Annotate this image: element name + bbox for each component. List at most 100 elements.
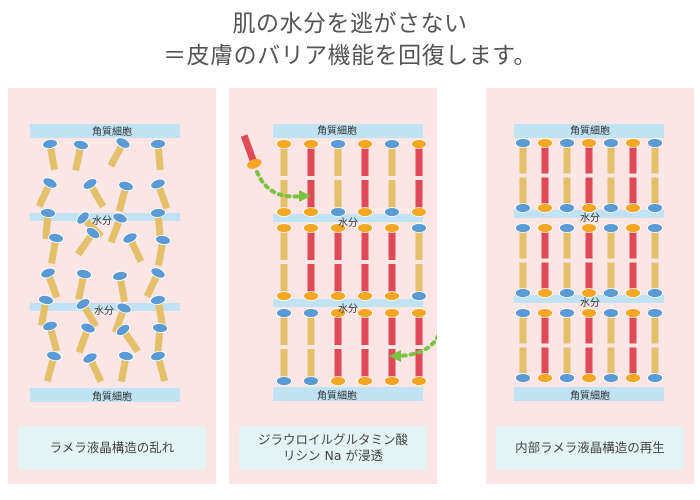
bilayer-3-tail-upper-3 (334, 313, 342, 345)
disordered-lipid-16 (155, 234, 171, 267)
bilayer-2-head-bottom-2 (303, 291, 319, 301)
lipid-head (150, 139, 166, 149)
bilayer-2-head-top-1 (515, 223, 531, 233)
bilayer-1-tail-upper-1 (519, 143, 527, 174)
corneocyte-band-bottom (273, 387, 423, 401)
bilayer-2-head-top-4 (581, 223, 597, 233)
bilayer-2-tail-upper-1 (280, 228, 288, 260)
bilayer-1-head-bottom-1 (276, 207, 292, 217)
water-label-upper: 水分 (338, 217, 358, 229)
panel-disordered: 角質細胞 水分 水分 角質細胞 ラメラ液晶構造の乱れ (8, 88, 216, 484)
bilayer-1-head-bottom-3 (330, 207, 346, 217)
bilayer-2-tail-lower-3 (334, 264, 342, 296)
bilayer-3-tail-lower-4 (585, 347, 593, 378)
diagram-restored-lamellar: 角質細胞 水分 水分 角質細胞 (514, 124, 664, 402)
bilayer-2-tail-upper-2 (307, 228, 315, 260)
bilayer-1-tail-upper-7 (651, 143, 659, 174)
lipid-tail (154, 327, 164, 355)
disordered-lipid-30 (82, 352, 105, 384)
lipid-tail (154, 143, 164, 171)
bilayer-1-head-bottom-1 (515, 203, 531, 213)
bilayer-2-head-bottom-5 (384, 291, 400, 301)
bilayer-1-head-bottom-2 (537, 203, 553, 213)
bilayer-3-tail-upper-1 (280, 313, 288, 345)
water-band-upper (514, 210, 664, 218)
lipid-tail (42, 212, 52, 240)
bilayer-1-head-top-3 (330, 139, 346, 149)
bilayer-2-head-bottom-6 (625, 288, 641, 298)
bilayer-1-tail-upper-6 (629, 143, 637, 174)
lipid-tail (86, 182, 107, 209)
bilayer-2-tail-lower-1 (280, 264, 288, 296)
disordered-lipid-3 (107, 137, 131, 168)
bilayer-3-head-top-6 (411, 308, 427, 318)
bilayer-2-tail-lower-1 (519, 262, 527, 293)
corneocyte-label-bottom: 角質細胞 (570, 389, 610, 402)
bilayer-3-tail-lower-1 (519, 347, 527, 378)
bilayer-3-tail-upper-2 (541, 313, 549, 344)
disordered-lipid-5 (35, 177, 58, 209)
panel-penetration: 角質細胞 水分 水分 角質細胞 ジラウロイルグルタミン酸 リシン Na が浸透 (229, 88, 437, 484)
lipid-tail (79, 302, 100, 329)
lipid-head (150, 350, 166, 362)
corneocyte-label-top: 角質細胞 (317, 124, 357, 137)
disordered-lipid-27 (115, 323, 141, 354)
lipid-head (85, 226, 101, 240)
lipid-tail (46, 325, 61, 353)
bilayer-2-tail-lower-6 (629, 262, 637, 293)
bilayer-3-tail-lower-5 (607, 347, 615, 378)
lipid-tail (107, 216, 124, 244)
disordered-lipid-31 (118, 350, 134, 383)
disordered-lipid-2 (72, 139, 89, 172)
disordered-lipid-26 (75, 322, 96, 354)
bilayer-2-head-bottom-3 (559, 288, 575, 298)
disordered-lipid-7 (115, 180, 134, 213)
bilayer-1-head-top-3 (559, 138, 575, 148)
bilayer-2-tail-upper-6 (629, 228, 637, 259)
bilayer-2-tail-upper-6 (415, 228, 423, 260)
lipid-tail (143, 271, 162, 299)
bilayer-1-tail-lower-6 (415, 180, 423, 212)
bilayer-2-head-top-1 (276, 223, 292, 233)
disordered-lipid-13 (48, 232, 64, 265)
disordered-lipid-14 (75, 226, 101, 257)
water-band-lower (514, 295, 664, 303)
bilayer-2-tail-lower-5 (607, 262, 615, 293)
disordered-lipid-15 (122, 232, 145, 264)
disordered-lipid-19 (112, 270, 128, 303)
bilayer-3-tail-upper-4 (361, 313, 369, 345)
lipid-head (112, 212, 128, 224)
water-label-lower: 水分 (94, 305, 114, 317)
bilayer-1-head-bottom-2 (303, 207, 319, 217)
bilayer-1-tail-lower-4 (585, 177, 593, 208)
bilayer-1-head-top-4 (581, 138, 597, 148)
bilayer-3-head-bottom-2 (537, 373, 553, 383)
lipid-tail (72, 144, 85, 172)
bilayer-2-head-top-6 (411, 223, 427, 233)
penetration-arrow-lower (397, 333, 437, 358)
bilayer-1-tail-lower-3 (563, 177, 571, 208)
disordered-lipid-12 (150, 208, 166, 240)
lipid-head (150, 294, 166, 306)
caption-disordered: ラメラ液晶構造の乱れ (18, 426, 206, 470)
bilayer-2-tail-upper-4 (585, 228, 593, 259)
bilayer-3-head-bottom-4 (357, 376, 373, 386)
disordered-lipid-24 (150, 294, 166, 327)
bilayer-3-head-top-5 (384, 308, 400, 318)
bilayer-3-head-bottom-1 (276, 376, 292, 386)
lipid-tail (35, 181, 54, 209)
corneocyte-label-bottom: 角質細胞 (92, 390, 132, 403)
bilayer-1-head-top-6 (625, 138, 641, 148)
bilayer-2-tail-lower-4 (361, 264, 369, 296)
disordered-lipid-21 (38, 294, 54, 327)
bilayer-2-tail-lower-5 (388, 264, 396, 296)
lipid-tail (111, 306, 128, 334)
disordered-lipid-22 (75, 298, 100, 329)
water-band-upper (273, 214, 423, 222)
bilayer-1-head-bottom-5 (384, 207, 400, 217)
bilayer-1-tail-lower-6 (629, 177, 637, 208)
bilayer-2-head-bottom-2 (537, 288, 553, 298)
lipid-tail (155, 239, 167, 267)
bilayer-1-tail-upper-6 (415, 144, 423, 176)
bilayer-1-tail-lower-5 (388, 180, 396, 212)
